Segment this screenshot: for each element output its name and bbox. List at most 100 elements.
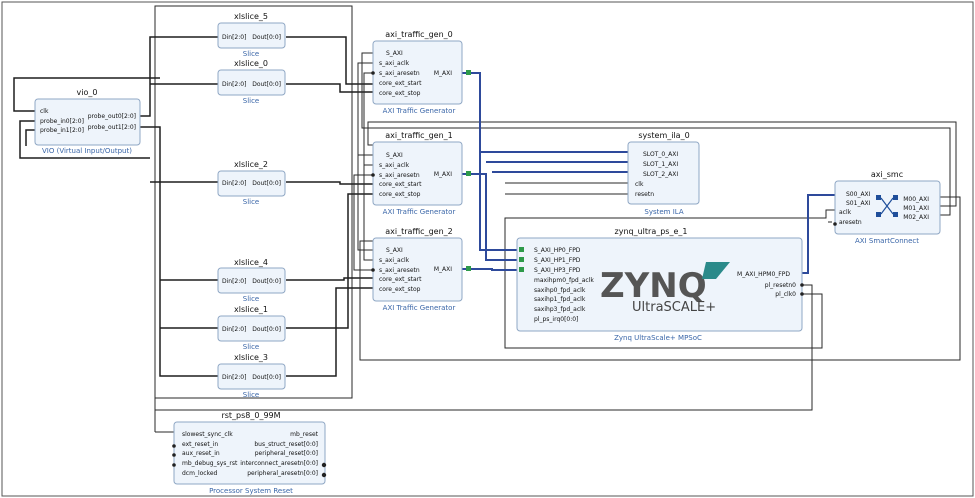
xlslice-5-block[interactable]: xlslice_5 Din[2:0] Dout[0:0] Slice (217, 12, 286, 58)
port-label: Din[2:0] (222, 278, 246, 285)
port-label: slowest_sync_clk (182, 431, 233, 438)
port-label: pl_resetn0 (765, 282, 796, 289)
block-name: vio_0 (77, 88, 98, 97)
port-label: s_axi_aresetn (379, 70, 420, 77)
xlslice-3-block[interactable]: xlslice_3 Din[2:0] Dout[0:0] Slice (217, 353, 286, 399)
block-subtitle: AXI Traffic Generator (383, 304, 456, 312)
block-name: rst_ps8_0_99M (221, 411, 280, 420)
block-subtitle: Slice (243, 391, 260, 399)
xlslice-0-block[interactable]: xlslice_0 Din[2:0] Dout[0:0] Slice (217, 59, 286, 105)
port-label: mb_debug_sys_rst (182, 460, 238, 467)
port-label: M01_AXI (903, 205, 929, 212)
port-label: S_AXI (386, 152, 403, 159)
xlslice-4-block[interactable]: xlslice_4 Din[2:0] Dout[0:0] Slice (217, 258, 286, 303)
axi-smartconnect-block[interactable]: axi_smc S00_AXI S01_AXI aclk aresetn M00… (834, 170, 941, 245)
port-label: Din[2:0] (222, 34, 246, 41)
zynq-logo-text: ZYNQ (600, 266, 707, 306)
crossbar-icon (876, 195, 898, 217)
port-label: SLOT_0_AXI (643, 151, 678, 158)
port-label: probe_in1[2:0] (40, 127, 84, 134)
port-label: S_AXI_HP3_FPD (534, 267, 581, 274)
port-label: SLOT_2_AXI (643, 171, 678, 178)
block-name: xlslice_2 (234, 160, 268, 169)
zynq-logo-mark (702, 262, 730, 279)
port-label: S01_AXI (846, 200, 871, 207)
port-label: aresetn (839, 219, 862, 226)
port-label: dcm_locked (182, 470, 218, 477)
port-label: M_AXI (434, 171, 452, 178)
ultrascale-logo-text: UltraSCALE+ (632, 300, 716, 315)
axi-traffic-gen-1-block[interactable]: axi_traffic_gen_1 S_AXI s_axi_aclk s_axi… (372, 131, 463, 216)
port-label: Dout[0:0] (252, 81, 281, 88)
vio-block[interactable]: vio_0 clk probe_in0[2:0] probe_in1[2:0] … (34, 88, 141, 155)
block-subtitle: Slice (243, 295, 260, 303)
port-label: pl_clk0 (775, 291, 796, 298)
xlslice-1-block[interactable]: xlslice_1 Din[2:0] Dout[0:0] Slice (217, 305, 286, 351)
block-subtitle: Slice (243, 50, 260, 58)
block-name: xlslice_5 (234, 12, 268, 21)
port-label: M_AXI (434, 266, 452, 273)
block-name: xlslice_4 (234, 258, 268, 267)
block-subtitle: Slice (243, 97, 260, 105)
port-label: saxihp3_fpd_aclk (534, 306, 586, 313)
port-label: s_axi_aclk (379, 257, 410, 264)
port-label: M00_AXI (903, 196, 929, 203)
port-label: saxihp0_fpd_aclk (534, 287, 586, 294)
port-pins (172, 71, 837, 478)
block-name: axi_traffic_gen_2 (385, 227, 452, 236)
port-label: s_axi_aclk (379, 60, 410, 67)
port-label: s_axi_aresetn (379, 267, 420, 274)
port-label: SLOT_1_AXI (643, 161, 678, 168)
axi-traffic-gen-2-block[interactable]: axi_traffic_gen_2 S_AXI s_axi_aclk s_axi… (372, 227, 463, 312)
port-label: core_ext_stop (379, 286, 421, 293)
port-label: Dout[0:0] (252, 374, 281, 381)
port-label: aclk (839, 209, 852, 216)
port-label: M02_AXI (903, 214, 929, 221)
port-label: Dout[0:0] (252, 278, 281, 285)
axi-traffic-gen-0-block[interactable]: axi_traffic_gen_0 S_AXI s_axi_aclk s_axi… (372, 30, 463, 115)
port-label: interconnect_aresetn[0:0] (240, 460, 318, 467)
port-label: Dout[0:0] (252, 180, 281, 187)
port-label: Din[2:0] (222, 374, 246, 381)
port-label: pl_ps_irq0[0:0] (534, 316, 578, 323)
block-subtitle: Zynq UltraScale+ MPSoC (614, 334, 702, 342)
port-label: clk (635, 181, 644, 188)
port-label: core_ext_start (379, 276, 422, 283)
port-label: Din[2:0] (222, 81, 246, 88)
port-label: maxihpm0_fpd_aclk (534, 277, 594, 284)
block-name: axi_traffic_gen_0 (385, 30, 452, 39)
port-label: S_AXI (386, 50, 403, 57)
port-label: Din[2:0] (222, 326, 246, 333)
port-label: probe_in0[2:0] (40, 118, 84, 125)
block-subtitle: Processor System Reset (209, 487, 293, 495)
port-label: core_ext_start (379, 80, 422, 87)
port-label: peripheral_aresetn[0:0] (247, 470, 318, 477)
block-subtitle: System ILA (644, 208, 683, 216)
port-label: probe_out0[2:0] (88, 113, 136, 120)
port-label: M_AXI_HPM0_FPD (737, 271, 790, 278)
block-name: axi_traffic_gen_1 (385, 131, 452, 140)
block-name: zynq_ultra_ps_e_1 (615, 227, 688, 236)
xlslice-2-block[interactable]: xlslice_2 Din[2:0] Dout[0:0] Slice (217, 160, 286, 206)
block-name: xlslice_1 (234, 305, 268, 314)
port-label: core_ext_stop (379, 90, 421, 97)
block-name: system_ila_0 (638, 131, 689, 140)
block-subtitle: AXI Traffic Generator (383, 107, 456, 115)
block-name: axi_smc (871, 170, 903, 179)
port-label: S00_AXI (846, 191, 871, 198)
port-label: S_AXI (386, 247, 403, 254)
system-ila-block[interactable]: system_ila_0 SLOT_0_AXI SLOT_1_AXI SLOT_… (627, 131, 700, 216)
port-label: M_AXI (434, 70, 452, 77)
zynq-ultrascale-block[interactable]: zynq_ultra_ps_e_1 S_AXI_HP0_FPD S_AXI_HP… (516, 227, 803, 342)
port-label: aux_reset_in (182, 450, 220, 457)
wires (13, 5, 961, 433)
port-label: clk (40, 108, 49, 115)
port-label: resetn (635, 191, 654, 198)
port-label: s_axi_aresetn (379, 172, 420, 179)
port-label: ext_reset_in (182, 441, 218, 448)
port-label: bus_struct_reset[0:0] (254, 441, 318, 448)
proc-sys-reset-block[interactable]: rst_ps8_0_99M slowest_sync_clk ext_reset… (173, 411, 326, 495)
port-label: peripheral_reset[0:0] (255, 450, 318, 457)
